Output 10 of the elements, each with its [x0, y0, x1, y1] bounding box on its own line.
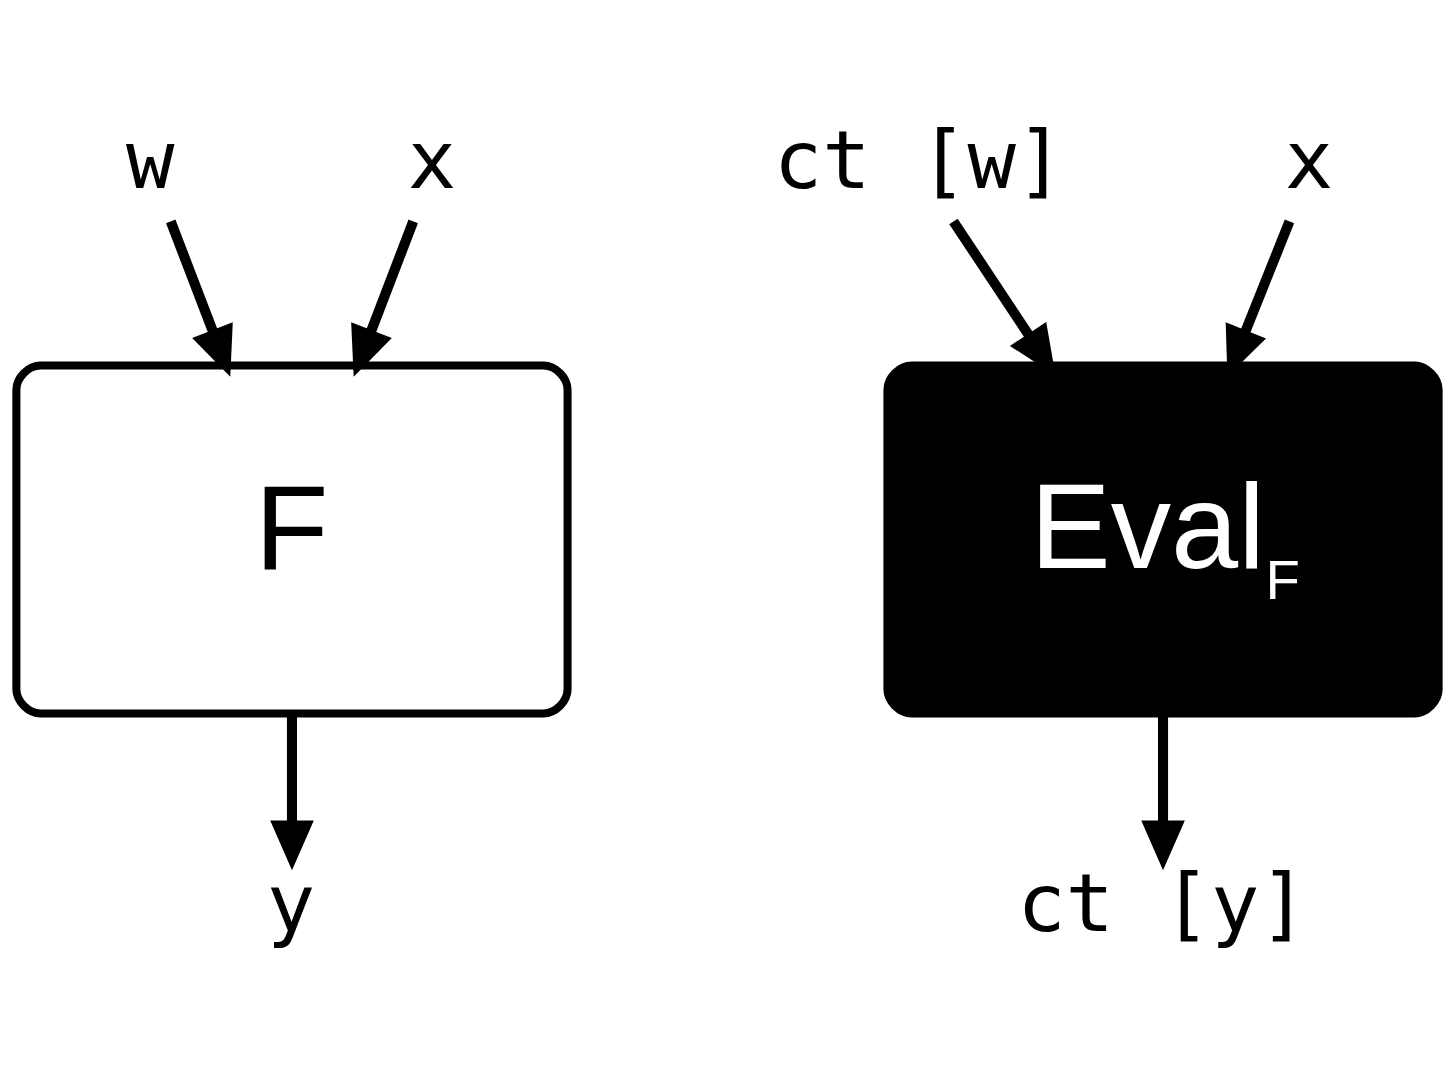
arrow	[166, 219, 233, 377]
node-text: ct [w]	[773, 113, 1065, 208]
node-text: w	[126, 113, 175, 208]
node-text: ct [y]	[1017, 855, 1308, 950]
arrow	[351, 219, 418, 377]
node-text: y	[266, 855, 316, 950]
node-text: x	[407, 113, 457, 208]
node-box: Eval$_{F}$	[883, 361, 1443, 718]
node-box: F	[12, 361, 572, 718]
node-text: x	[1284, 113, 1334, 208]
